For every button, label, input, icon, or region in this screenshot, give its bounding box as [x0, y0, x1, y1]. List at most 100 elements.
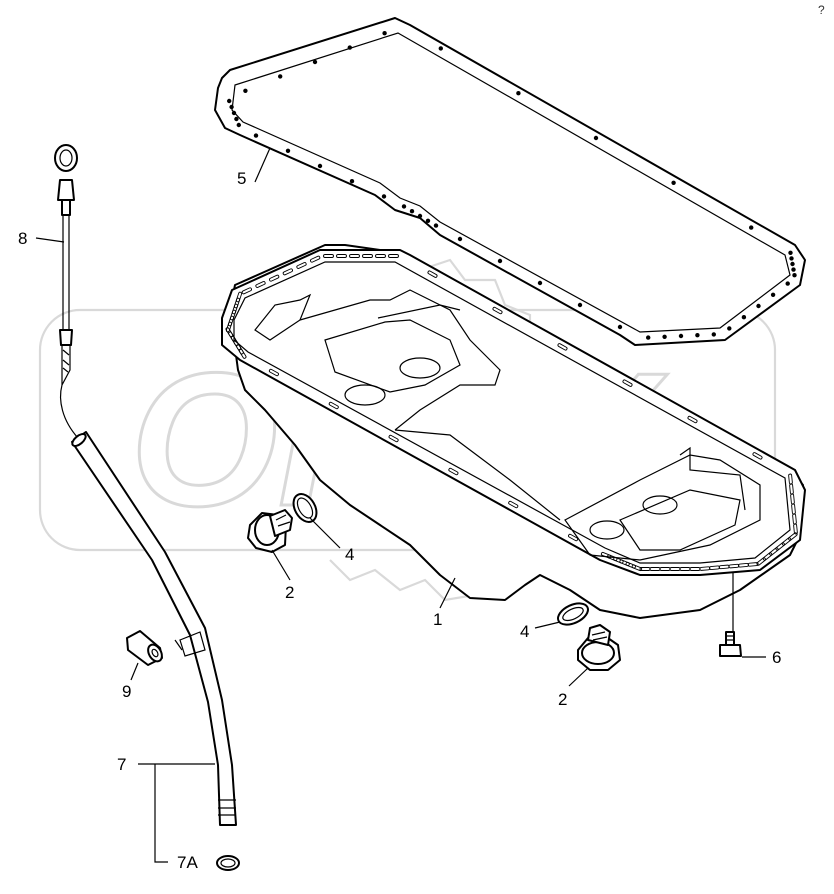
bolt-hole — [593, 135, 599, 141]
bolt-hole — [317, 163, 323, 169]
flange-slot — [448, 467, 459, 476]
callout-labels: 1 2 2 4 4 5 6 7 7A 8 9 — [18, 169, 781, 872]
flange-slot — [769, 547, 779, 556]
flange-slot — [781, 537, 792, 546]
callout-7: 7 — [117, 755, 126, 774]
pan-flange-slots — [225, 254, 798, 572]
flange-slot — [613, 556, 624, 564]
flange-slot — [229, 309, 237, 321]
bolt-hole — [497, 258, 503, 264]
bolt-hole — [741, 315, 747, 320]
bolt-hole — [785, 281, 790, 286]
bolt-hole — [662, 334, 667, 339]
flange-slot — [362, 254, 373, 258]
bolt-hole — [789, 256, 794, 261]
callout-4a: 4 — [345, 545, 354, 564]
bolt-hole — [695, 333, 700, 338]
bolt-hole — [711, 332, 716, 337]
bolt-hole — [678, 333, 684, 339]
sleeve — [126, 630, 163, 666]
flange-slot — [687, 415, 698, 424]
flange-slot — [282, 268, 293, 276]
flange-slot — [508, 500, 519, 509]
oil-pan — [221, 244, 806, 619]
bolt-hole — [671, 180, 676, 185]
o-ring-lower — [557, 602, 589, 626]
flange-slot — [388, 434, 399, 443]
callout-9: 9 — [122, 682, 131, 701]
flange-slot — [607, 554, 618, 562]
gasket-bolt-holes — [227, 31, 797, 340]
flange-slot — [600, 551, 612, 559]
flange-slot — [752, 452, 763, 460]
bolt-hole — [312, 59, 318, 65]
flange-slot — [775, 542, 785, 551]
bolt-hole — [727, 326, 732, 331]
bolt-hole — [285, 148, 291, 153]
bolt-hole — [417, 213, 423, 219]
bolt-hole — [253, 133, 259, 138]
flange-slot — [631, 564, 643, 572]
callout-7A: 7A — [177, 853, 198, 872]
flange-slot — [625, 561, 636, 569]
tube-seal-ring — [216, 855, 240, 871]
bolt-hole — [278, 74, 283, 79]
flange-slot — [241, 287, 252, 295]
callout-1: 1 — [433, 610, 442, 629]
flange-slot — [568, 533, 579, 542]
flange-slot — [310, 255, 321, 263]
bolt-hole — [382, 31, 387, 36]
bolt-hole — [349, 179, 355, 184]
oil-pan-gasket — [214, 17, 806, 346]
bolt-hole — [617, 324, 623, 330]
flange-slot — [255, 281, 266, 288]
flange-slot — [756, 557, 766, 566]
flange-slot — [323, 254, 334, 258]
bolt-hole — [457, 236, 463, 242]
bolt-hole — [792, 273, 797, 278]
callout-6: 6 — [772, 648, 781, 667]
flange-slot — [388, 254, 399, 258]
bolt-hole — [243, 88, 248, 94]
flange-slot — [375, 254, 386, 258]
bolt-hole — [409, 209, 415, 214]
flange-slot — [268, 368, 279, 377]
callout-2b: 2 — [558, 690, 567, 709]
bolt-hole — [236, 122, 241, 128]
flange-slot — [269, 274, 280, 282]
bolt-hole — [438, 46, 443, 51]
flange-slot — [557, 343, 568, 351]
bolt — [719, 631, 742, 657]
bolt-hole — [756, 303, 761, 309]
flange-slot — [336, 254, 347, 258]
flange-slot — [233, 297, 241, 309]
bolt-hole — [229, 104, 234, 110]
flange-slot — [225, 327, 234, 338]
bolt-hole — [790, 261, 795, 267]
bolt-hole — [234, 116, 239, 122]
flange-slot — [639, 567, 651, 571]
dipstick-guide-tube — [71, 431, 237, 826]
flange-slot — [762, 552, 773, 561]
flange-slot — [619, 559, 630, 567]
bolt-hole — [516, 91, 521, 96]
flange-slot — [793, 523, 798, 535]
flange-slot — [622, 379, 633, 387]
flange-slot — [231, 303, 239, 315]
bolt-hole — [791, 267, 796, 272]
dipstick — [54, 144, 79, 439]
drain-plug-upper — [247, 509, 293, 553]
bolt-hole — [401, 204, 407, 209]
callout-4b: 4 — [520, 622, 529, 641]
bolt-hole — [788, 250, 793, 255]
o-ring-upper-inner — [296, 497, 314, 519]
flange-slot — [427, 270, 438, 278]
flange-slot — [235, 291, 243, 303]
callout-5: 5 — [237, 169, 246, 188]
bolt-hole — [347, 45, 352, 50]
bolt-hole — [577, 302, 583, 308]
bolt-hole — [537, 280, 543, 286]
flange-slot — [349, 254, 360, 258]
bolt-hole — [646, 335, 651, 340]
